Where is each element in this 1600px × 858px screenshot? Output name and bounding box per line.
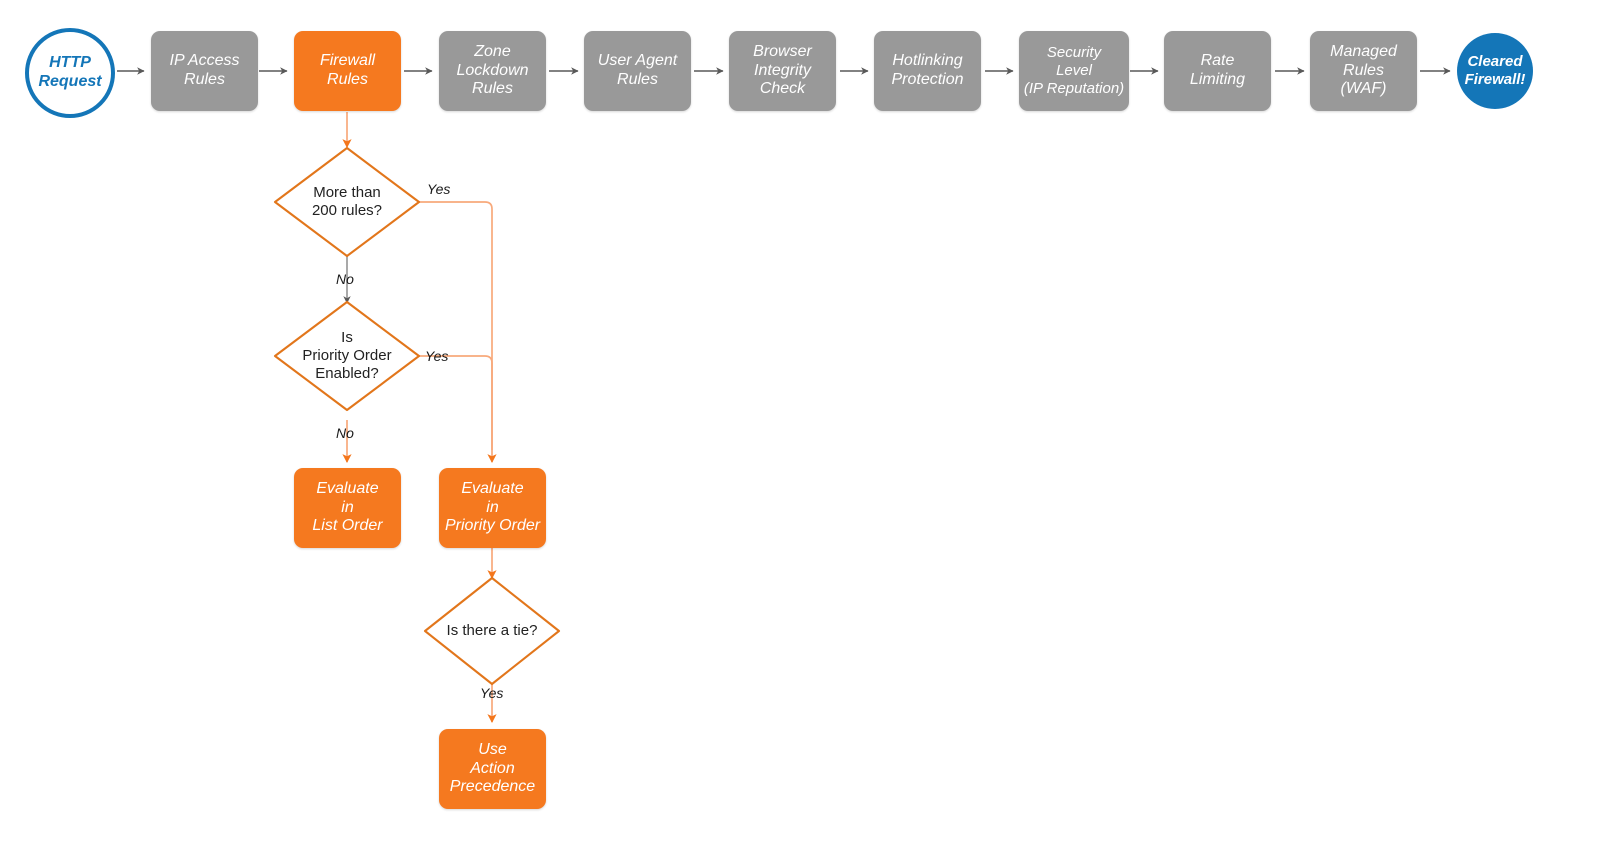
node-rate-limiting[interactable]: Rate Limiting (1164, 31, 1271, 111)
node-user-agent-rules[interactable]: User Agent Rules (584, 31, 691, 111)
node-browser-integrity-check[interactable]: Browser Integrity Check (729, 31, 836, 111)
node-zone-lockdown-rules-label: Zone Lockdown Rules (456, 42, 529, 98)
node-user-agent-rules-label: User Agent Rules (597, 52, 678, 88)
node-firewall-rules-label: Firewall Rules (319, 52, 376, 88)
edge-label-yes-priority-order: Yes (425, 348, 449, 364)
node-cleared-firewall[interactable]: Cleared Firewall! (1457, 33, 1533, 109)
node-use-action-precedence[interactable]: Use Action Precedence (439, 729, 546, 809)
node-use-action-precedence-label: Use Action Precedence (449, 740, 536, 796)
node-evaluate-in-priority-order[interactable]: Evaluate in Priority Order (439, 468, 546, 548)
decision-is-priority-order-enabled-label: Is Priority Order Enabled? (302, 329, 392, 382)
decision-shapes (273, 146, 561, 686)
edge-yes-more-than-200 (419, 201, 497, 463)
decision-more-than-200-rules-label: More than 200 rules? (311, 184, 383, 219)
node-http-request[interactable]: HTTP Request (25, 28, 115, 118)
edge-yes-priority-order (419, 355, 493, 450)
edge-label-no-more-than-200: No (336, 271, 354, 287)
edge-label-yes-tie: Yes (480, 685, 504, 701)
node-evaluate-in-list-order[interactable]: Evaluate in List Order (294, 468, 401, 548)
node-security-level-label: Security Level (IP Reputation) (1023, 44, 1125, 97)
node-firewall-rules[interactable]: Firewall Rules (294, 31, 401, 111)
node-http-request-label: HTTP Request (38, 54, 102, 90)
node-managed-rules-waf[interactable]: Managed Rules (WAF) (1310, 31, 1417, 111)
node-evaluate-in-list-order-label: Evaluate in List Order (312, 479, 383, 535)
node-security-level[interactable]: Security Level (IP Reputation) (1019, 31, 1129, 111)
node-ip-access-rules[interactable]: IP Access Rules (151, 31, 258, 111)
node-hotlinking-protection[interactable]: Hotlinking Protection (874, 31, 981, 111)
node-cleared-firewall-label: Cleared Firewall! (1464, 53, 1526, 88)
node-browser-integrity-check-label: Browser Integrity Check (753, 42, 812, 98)
node-evaluate-in-priority-order-label: Evaluate in Priority Order (444, 479, 541, 535)
edge-label-no-priority-order: No (336, 425, 354, 441)
node-hotlinking-protection-label: Hotlinking Protection (891, 52, 964, 88)
edge-label-yes-more-than-200: Yes (427, 181, 451, 197)
node-rate-limiting-label: Rate Limiting (1189, 52, 1246, 88)
node-zone-lockdown-rules[interactable]: Zone Lockdown Rules (439, 31, 546, 111)
decision-is-there-a-tie-label: Is there a tie? (446, 622, 538, 639)
node-ip-access-rules-label: IP Access Rules (169, 52, 240, 88)
node-managed-rules-waf-label: Managed Rules (WAF) (1330, 42, 1397, 98)
